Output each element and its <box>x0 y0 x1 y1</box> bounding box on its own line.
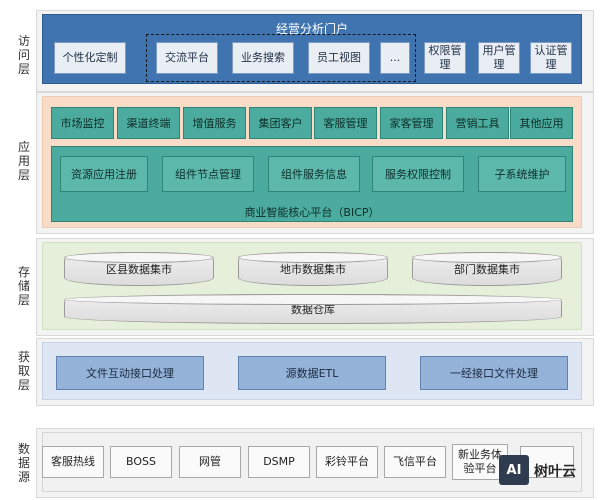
city-datamart-cylinder: 地市数据集市 <box>238 252 388 286</box>
source-new-business-platform[interactable]: 新业务体验平台 <box>452 444 508 480</box>
watermark-text: 树叶云 <box>534 464 576 480</box>
more-button[interactable]: ... <box>380 42 410 74</box>
module-service-info[interactable]: 组件服务信息 <box>268 156 360 192</box>
layer-label-access: 访问层 <box>17 34 30 76</box>
module-subsystem-maintenance[interactable]: 子系统维护 <box>478 156 566 192</box>
access-portal-title: 经营分析门户 <box>275 22 348 36</box>
layer-label-source: 数据源 <box>17 442 30 484</box>
app-market-monitor[interactable]: 市场监控 <box>51 107 114 139</box>
app-other-apps[interactable]: 其他应用 <box>510 107 573 139</box>
data-warehouse-label: 数据仓库 <box>291 303 335 316</box>
cylinder-top <box>64 252 214 263</box>
personalization-button[interactable]: 个性化定制 <box>54 42 126 74</box>
layer-label-storage: 存储层 <box>17 265 30 307</box>
app-marketing-tools[interactable]: 营销工具 <box>446 107 509 139</box>
permission-management-button[interactable]: 权限管理 <box>424 42 466 74</box>
source-network-management[interactable]: 网管 <box>179 446 241 478</box>
bicp-platform-title: 商业智能核心平台（BICP） <box>244 206 380 219</box>
module-resource-registration[interactable]: 资源应用注册 <box>60 156 148 192</box>
source-customer-hotline[interactable]: 客服热线 <box>42 446 104 478</box>
app-value-added-service[interactable]: 增值服务 <box>183 107 246 139</box>
file-interaction-interface[interactable]: 文件互动接口处理 <box>56 356 204 390</box>
department-datamart-label: 部门数据集市 <box>454 263 520 276</box>
app-home-customer[interactable]: 家客管理 <box>380 107 443 139</box>
first-class-interface-file[interactable]: 一经接口文件处理 <box>420 356 568 390</box>
app-group-customer[interactable]: 集团客户 <box>249 107 312 139</box>
watermark-logo-icon: AI <box>499 455 529 485</box>
data-warehouse-cylinder: 数据仓库 <box>64 294 562 324</box>
module-permission-control[interactable]: 服务权限控制 <box>372 156 464 192</box>
employee-view-button[interactable]: 员工视图 <box>308 42 370 74</box>
county-datamart-cylinder: 区县数据集市 <box>64 252 214 286</box>
source-boss[interactable]: BOSS <box>110 446 172 478</box>
city-datamart-label: 地市数据集市 <box>280 263 346 276</box>
cylinder-top <box>238 252 388 263</box>
layer-label-application: 应用层 <box>17 140 30 182</box>
app-channel-terminal[interactable]: 渠道终端 <box>117 107 180 139</box>
source-fetion-platform[interactable]: 飞信平台 <box>384 446 446 478</box>
portal-group-dashed <box>146 34 416 82</box>
county-datamart-label: 区县数据集市 <box>106 263 172 276</box>
auth-management-button[interactable]: 认证管理 <box>530 42 572 74</box>
department-datamart-cylinder: 部门数据集市 <box>412 252 562 286</box>
user-management-button[interactable]: 用户管理 <box>478 42 520 74</box>
source-data-etl[interactable]: 源数据ETL <box>238 356 386 390</box>
app-customer-service[interactable]: 客服管理 <box>314 107 377 139</box>
module-node-management[interactable]: 组件节点管理 <box>162 156 254 192</box>
source-ringtone-platform[interactable]: 彩铃平台 <box>316 446 378 478</box>
layer-label-acquire: 获取层 <box>17 350 30 392</box>
cylinder-top <box>64 294 562 305</box>
cylinder-top <box>412 252 562 263</box>
source-placeholder-box[interactable] <box>520 446 574 478</box>
business-search-button[interactable]: 业务搜索 <box>232 42 294 74</box>
source-dsmp[interactable]: DSMP <box>248 446 310 478</box>
exchange-platform-button[interactable]: 交流平台 <box>156 42 218 74</box>
